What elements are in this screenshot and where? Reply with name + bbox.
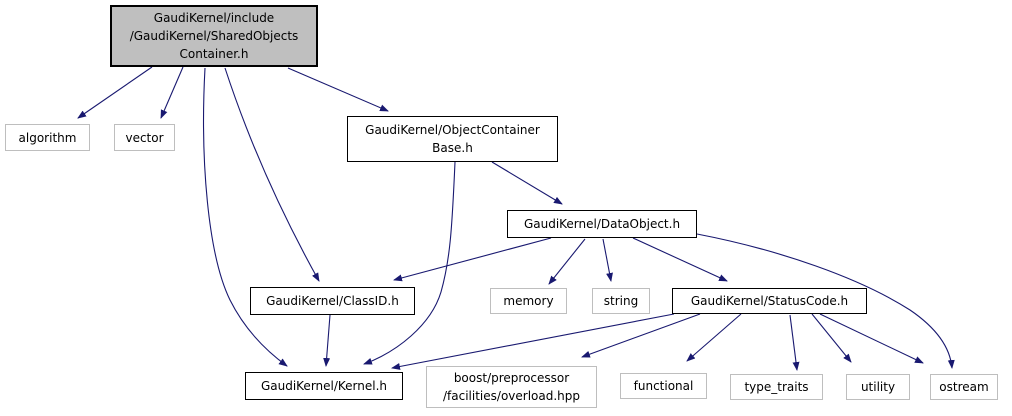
edge-dataobject-to-string xyxy=(602,238,613,282)
node-type-traits: type_traits xyxy=(730,374,823,400)
edge-statuscode-to-boostoverload xyxy=(581,313,701,358)
node-statuscode-h[interactable]: GaudiKernel/StatusCode.h xyxy=(672,288,867,314)
edge-dataobject-to-statuscode xyxy=(632,237,728,282)
edge-statuscode-to-ostream xyxy=(819,313,924,364)
edge-classid-to-kernel xyxy=(323,314,331,367)
node-vector: vector xyxy=(114,124,175,151)
node-memory: memory xyxy=(490,288,567,314)
node-boost-overload-hpp: boost/preprocessor /facilities/overload.… xyxy=(426,366,597,408)
edge-dataobject-to-ostream xyxy=(696,233,955,369)
node-functional: functional xyxy=(620,373,707,399)
node-sharedobjectscontainer-h: GaudiKernel/include /GaudiKernel/SharedO… xyxy=(110,5,318,67)
edge-statuscode-to-functional xyxy=(686,313,742,362)
edge-statuscode-to-utility xyxy=(811,313,852,363)
edge-dataobject-to-classid xyxy=(393,237,552,282)
node-utility: utility xyxy=(846,374,910,400)
node-kernel-h[interactable]: GaudiKernel/Kernel.h xyxy=(245,372,403,400)
edge-objectcontainerbase-to-kernel xyxy=(363,161,456,365)
edge-statuscode-to-kernel xyxy=(391,313,675,370)
node-algorithm: algorithm xyxy=(5,124,90,151)
edge-root-to-classid xyxy=(224,67,320,282)
edge-root-to-algorithm xyxy=(77,66,153,119)
node-string: string xyxy=(592,288,650,314)
edge-objectcontainerbase-to-dataobject xyxy=(491,161,563,205)
node-dataobject-h[interactable]: GaudiKernel/DataObject.h xyxy=(507,210,697,238)
edge-root-to-vector xyxy=(160,66,184,119)
edge-statuscode-to-typetraits xyxy=(789,314,800,371)
edge-dataobject-to-memory xyxy=(548,238,586,285)
node-objectcontainerbase-h[interactable]: GaudiKernel/ObjectContainer Base.h xyxy=(347,116,558,162)
node-classid-h[interactable]: GaudiKernel/ClassID.h xyxy=(250,287,415,315)
node-ostream: ostream xyxy=(930,374,998,400)
edge-root-to-objectcontainerbase xyxy=(287,67,389,112)
edge-root-to-kernel xyxy=(203,67,288,367)
